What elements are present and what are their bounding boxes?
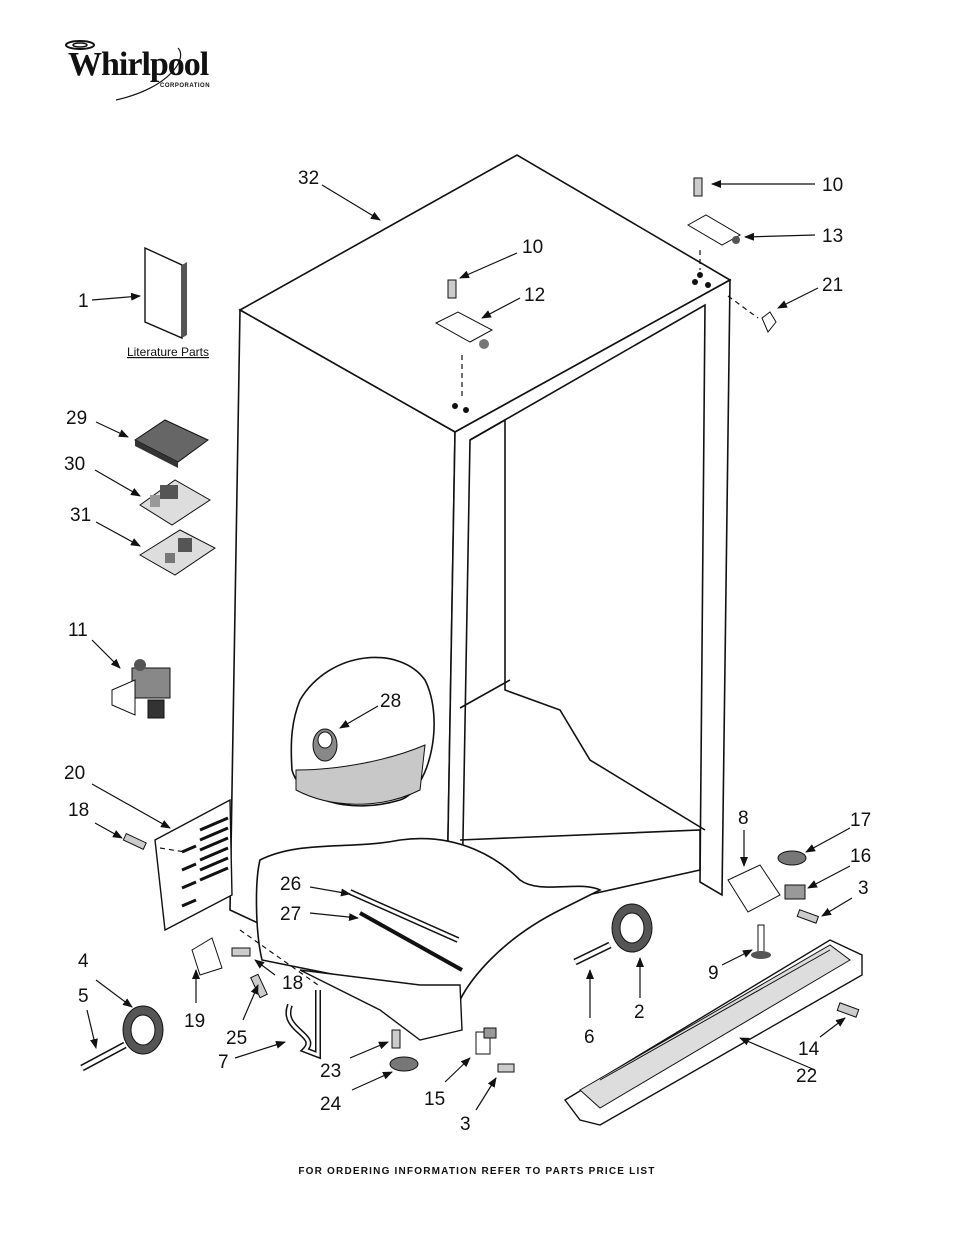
brand-corporation: CORPORATION [160,83,211,89]
screw-3b [497,1063,515,1073]
screw-18b [231,947,251,957]
bracket-8 [727,864,781,913]
callout-2: 2 [634,1002,645,1023]
cap-21 [761,311,777,333]
callout-12: 12 [524,285,545,306]
callout-8: 8 [738,808,749,829]
callout-3-bottom: 3 [460,1114,471,1135]
callout-labels: 32 10 13 21 10 12 1 29 30 31 11 28 20 18… [64,168,871,1135]
leader-lines [86,180,853,1111]
callout-32: 32 [298,168,319,189]
wheel-2 [611,903,653,953]
logo-swirl-icon [65,40,182,101]
callout-21: 21 [822,275,843,296]
literature-parts-label: Literature Parts [127,345,209,359]
bracket-15 [475,1027,497,1055]
brand-name: Whirlpool [68,46,209,83]
axle-6 [573,941,612,966]
tube-7 [285,990,321,1060]
bracket-19 [191,937,223,976]
screw-3a [796,909,820,924]
board-30 [139,479,211,526]
callout-19: 19 [184,1011,205,1032]
callout-10-mid: 10 [522,237,543,258]
bottom-cutaway [255,837,602,1041]
callout-16: 16 [850,846,871,867]
callout-9: 9 [708,963,719,984]
callout-5: 5 [78,986,89,1007]
screw-18a [122,832,147,850]
part-16 [784,884,806,900]
callout-3-right: 3 [858,878,869,899]
callout-22: 22 [796,1066,817,1087]
callout-30: 30 [64,454,85,475]
callout-27: 27 [280,904,301,925]
pin-9 [751,924,771,959]
access-panel-20 [154,798,233,932]
callout-13: 13 [822,226,843,247]
guide-lines [159,250,759,986]
screw-25 [250,973,268,999]
callout-17: 17 [850,810,871,831]
callout-24: 24 [320,1094,342,1115]
callout-6: 6 [584,1027,595,1048]
callout-14: 14 [798,1039,820,1060]
screw-23 [391,1029,401,1049]
callout-26: 26 [280,874,301,895]
screw-14 [836,1002,860,1018]
callout-25: 25 [226,1028,247,1049]
callout-11: 11 [68,620,88,641]
base-grille-22 [563,939,863,1126]
callout-18-left: 18 [68,800,89,821]
callout-31: 31 [70,505,91,526]
literature-part-1 [144,246,187,340]
cutaway-window-28 [290,656,435,807]
callout-18-bottom: 18 [282,973,303,994]
callout-4: 4 [78,951,89,972]
hinge-12 [434,311,494,349]
callout-28: 28 [380,691,401,712]
whirlpool-logo: Whirlpool CORPORATION [60,38,220,102]
cam-17 [777,850,807,866]
water-valve-11 [111,659,171,719]
callout-10-top: 10 [822,175,843,196]
callout-23: 23 [320,1061,341,1082]
callout-15: 15 [424,1089,445,1110]
board-31 [139,529,216,576]
callout-29: 29 [66,408,87,429]
callout-7: 7 [218,1052,229,1073]
screw-10b [447,279,457,299]
cover-29 [134,419,209,468]
hinge-13 [686,214,742,246]
cam-24 [389,1056,419,1072]
ordering-info-footer: FOR ORDERING INFORMATION REFER TO PARTS … [298,1166,656,1177]
axle-5 [80,1041,127,1072]
callout-1: 1 [78,291,89,312]
screw-10a [693,177,703,197]
wheel-4 [122,1005,164,1055]
callout-20: 20 [64,763,85,784]
